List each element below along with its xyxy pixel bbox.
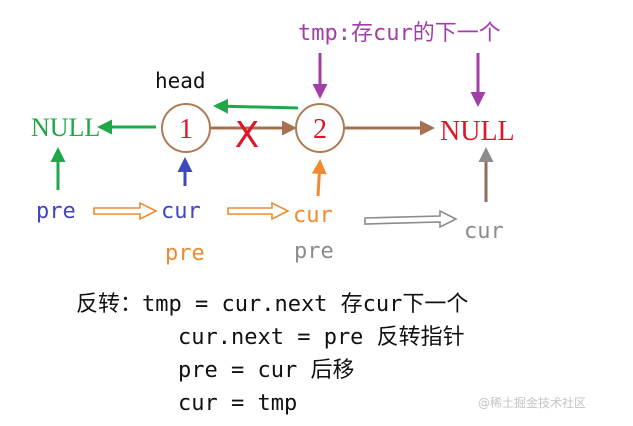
watermark: @稀土掘金技术社区 <box>478 396 587 410</box>
node-2-value: 2 <box>313 114 327 145</box>
cur-advance-arrow <box>227 201 290 221</box>
pre-initial-label: pre <box>36 199 76 224</box>
cur-next-label: cur <box>293 203 333 228</box>
cur-after-label: cur <box>464 219 504 244</box>
code-line-4: cur = tmp <box>178 391 298 416</box>
tmp-annotation: tmp:存cur的下一个 <box>298 21 501 46</box>
broken-link-x: X <box>235 115 260 156</box>
code-block: 反转：tmp = cur.next 存cur下一个 cur.next = pre… <box>0 0 468 416</box>
node2-to-node1-arrow <box>213 98 299 114</box>
pre-advance-arrow <box>93 201 158 221</box>
code-line-1: 反转：tmp = cur.next 存cur下一个 <box>76 292 469 317</box>
node-1-value: 1 <box>179 114 193 145</box>
cur-to-node2-arrow <box>311 159 327 197</box>
cur-initial-label: cur <box>161 199 201 224</box>
code-line-2: cur.next = pre 反转指针 <box>178 325 465 350</box>
null-left-label: NULL <box>31 113 100 142</box>
head-label: head <box>155 69 206 93</box>
node-2: 2 <box>295 103 345 153</box>
null-right-label: NULL <box>440 116 515 147</box>
code-line-3: pre = cur 后移 <box>178 358 355 383</box>
pre-after-label: pre <box>294 239 334 264</box>
node-1: 1 <box>161 103 211 153</box>
pre-next-label: pre <box>165 241 205 266</box>
cur-after-advance-arrow <box>364 209 458 229</box>
